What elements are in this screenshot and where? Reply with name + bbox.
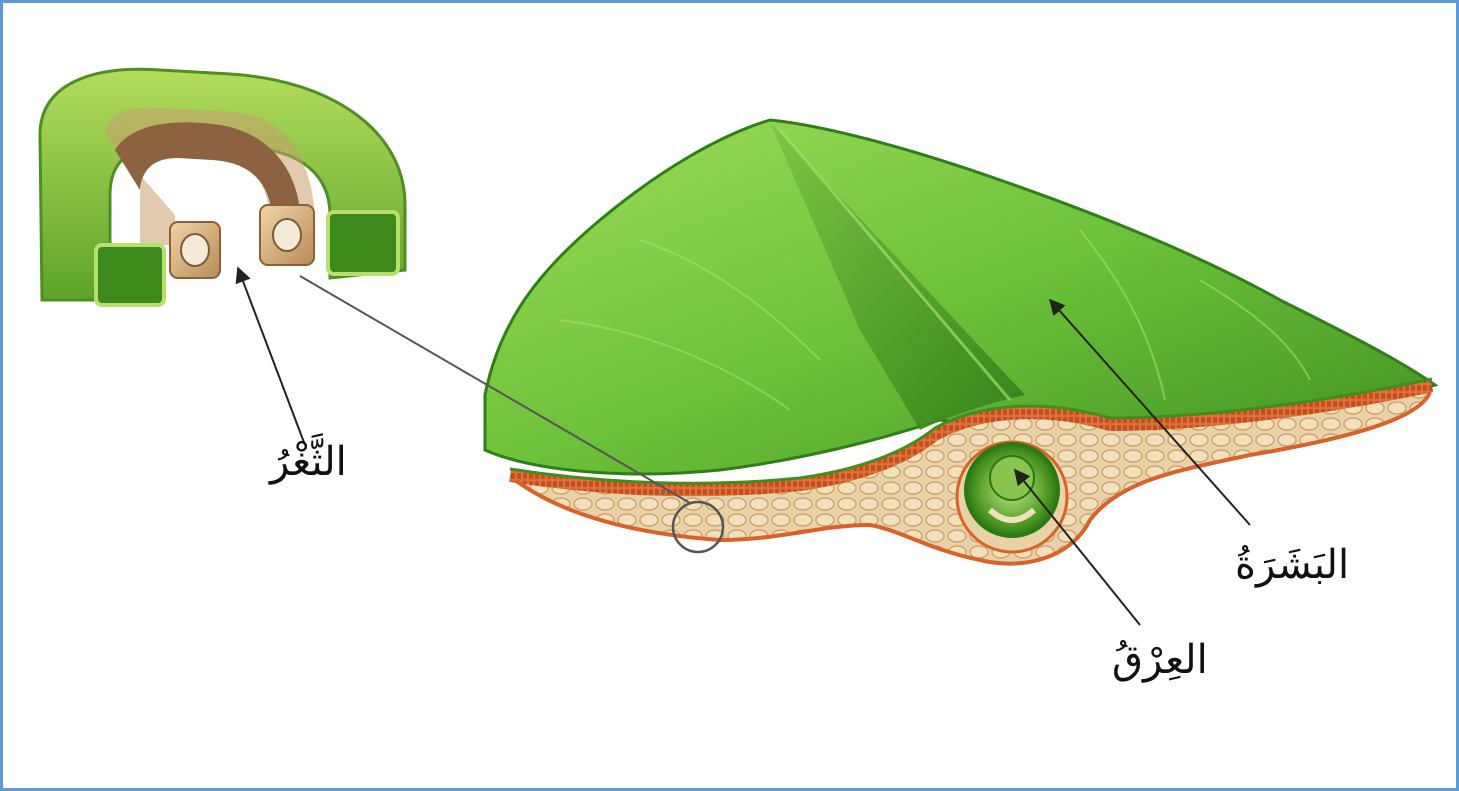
- stoma-label: الثَّغْرُ: [270, 442, 347, 482]
- stoma-cell-right: [328, 212, 398, 274]
- stoma-illustration: [40, 69, 405, 305]
- epidermis-label: البَشَرَةُ: [1235, 545, 1349, 585]
- leaf-illustration: [485, 120, 1435, 564]
- stoma-pointer-arrow: [238, 268, 305, 445]
- stoma-cell-left: [96, 245, 164, 305]
- vein-label: العِرْقُ: [1112, 640, 1208, 680]
